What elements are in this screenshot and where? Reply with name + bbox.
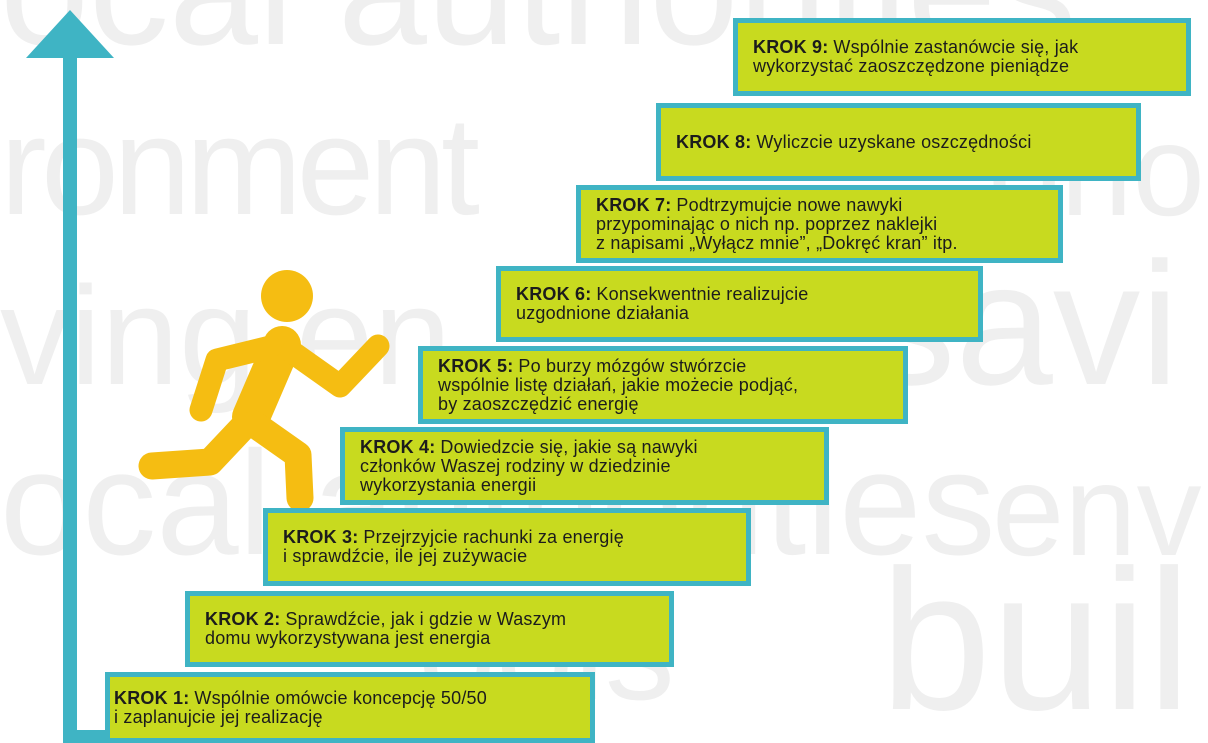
step-first-line: KROK 2:Sprawdźcie, jak i gdzie w Waszym [205, 610, 669, 629]
runner-torso [232, 326, 301, 436]
step-text: Wspólnie omówcie koncepcję 50/50 [194, 687, 487, 708]
step-label: KROK 2: [205, 609, 281, 629]
step-label: KROK 3: [283, 527, 359, 547]
watermark-text: ronment [0, 87, 480, 244]
step-label: KROK 7: [596, 194, 672, 215]
step-text: Wyliczcie uzyskane oszczędności [756, 131, 1032, 152]
step-text: domu wykorzystywana jest energia [205, 628, 491, 648]
step-7-box: KROK 7:Podtrzymujcie nowe nawyki przypom… [576, 185, 1063, 263]
step-text: członków Waszej rodziny w dziedzinie [360, 455, 671, 476]
step-text: i zaplanujcie jej realizację [114, 706, 323, 727]
step-label: KROK 9: [753, 37, 829, 57]
step-first-line: KROK 4:Dowiedzcie się, jakie są nawyki [360, 436, 824, 457]
step-label: KROK 1: [114, 687, 190, 708]
step-text: z napisami „Wyłącz mnie”, „Dokręć kran” … [596, 232, 958, 253]
watermark-text: env [992, 437, 1202, 583]
step-text: przypominając o nich np. poprzez naklejk… [596, 213, 938, 234]
runner-head [261, 270, 313, 322]
step-text: Przejrzyjcie rachunki za energię [363, 527, 624, 547]
step-3-box: KROK 3:Przejrzyjcie rachunki za energię … [263, 508, 751, 586]
runner-back-arm [189, 335, 282, 422]
step-text: wspólnie listę działań, jakie możecie po… [438, 374, 799, 395]
step-8-box: KROK 8:Wyliczcie uzyskane oszczędności [656, 103, 1141, 181]
step-text: Wspólnie zastanówcie się, jak [833, 37, 1079, 57]
step-label: KROK 5: [438, 355, 514, 376]
step-text: by zaoszczędzić energię [438, 393, 639, 414]
step-2-box: KROK 2:Sprawdźcie, jak i gdzie w Waszym … [185, 591, 674, 667]
arrow-head [26, 10, 114, 58]
runner-front-arm [280, 334, 390, 398]
step-text: Po burzy mózgów stwórzcie [518, 355, 747, 376]
step-first-line: KROK 7:Podtrzymujcie nowe nawyki [596, 194, 1058, 215]
arrow-shaft [63, 52, 77, 743]
step-6-box: KROK 6:Konsekwentnie realizujcie uzgodni… [496, 266, 983, 342]
runner-back-leg [138, 412, 258, 480]
step-text: uzgodnione działania [516, 303, 690, 323]
step-text: Podtrzymujcie nowe nawyki [676, 194, 903, 215]
up-arrow-icon [26, 10, 114, 743]
step-first-line: KROK 6:Konsekwentnie realizujcie [516, 285, 978, 304]
step-text: wykorzystania energii [360, 474, 537, 495]
step-first-line: KROK 3:Przejrzyjcie rachunki za energię [283, 528, 746, 547]
step-first-line: KROK 8:Wyliczcie uzyskane oszczędności [676, 131, 1136, 152]
step-first-line: KROK 9:Wspólnie zastanówcie się, jak [753, 38, 1186, 57]
step-label: KROK 8: [676, 131, 752, 152]
running-person-icon [138, 270, 390, 512]
step-label: KROK 4: [360, 436, 436, 457]
step-text: i sprawdźcie, ile jej zużywacie [283, 546, 528, 566]
step-9-box: KROK 9:Wspólnie zastanówcie się, jak wyk… [733, 18, 1191, 96]
step-first-line: KROK 1:Wspólnie omówcie koncepcję 50/50 [114, 687, 590, 708]
watermark-text: buil [880, 529, 1192, 743]
step-text: Dowiedzcie się, jakie są nawyki [440, 436, 698, 457]
step-4-box: KROK 4:Dowiedzcie się, jakie są nawyki c… [340, 427, 829, 505]
step-text: wykorzystać zaoszczędzone pieniądze [753, 56, 1070, 76]
arrow-base-connector [63, 730, 109, 743]
step-text: Sprawdźcie, jak i gdzie w Waszym [285, 609, 567, 629]
step-label: KROK 6: [516, 284, 592, 304]
step-1-box: KROK 1:Wspólnie omówcie koncepcję 50/50 … [105, 672, 595, 743]
runner-front-leg [240, 410, 314, 512]
step-5-box: KROK 5:Po burzy mózgów stwórzcie wspólni… [418, 346, 908, 424]
step-text: Konsekwentnie realizujcie [596, 284, 809, 304]
step-first-line: KROK 5:Po burzy mózgów stwórzcie [438, 355, 903, 376]
